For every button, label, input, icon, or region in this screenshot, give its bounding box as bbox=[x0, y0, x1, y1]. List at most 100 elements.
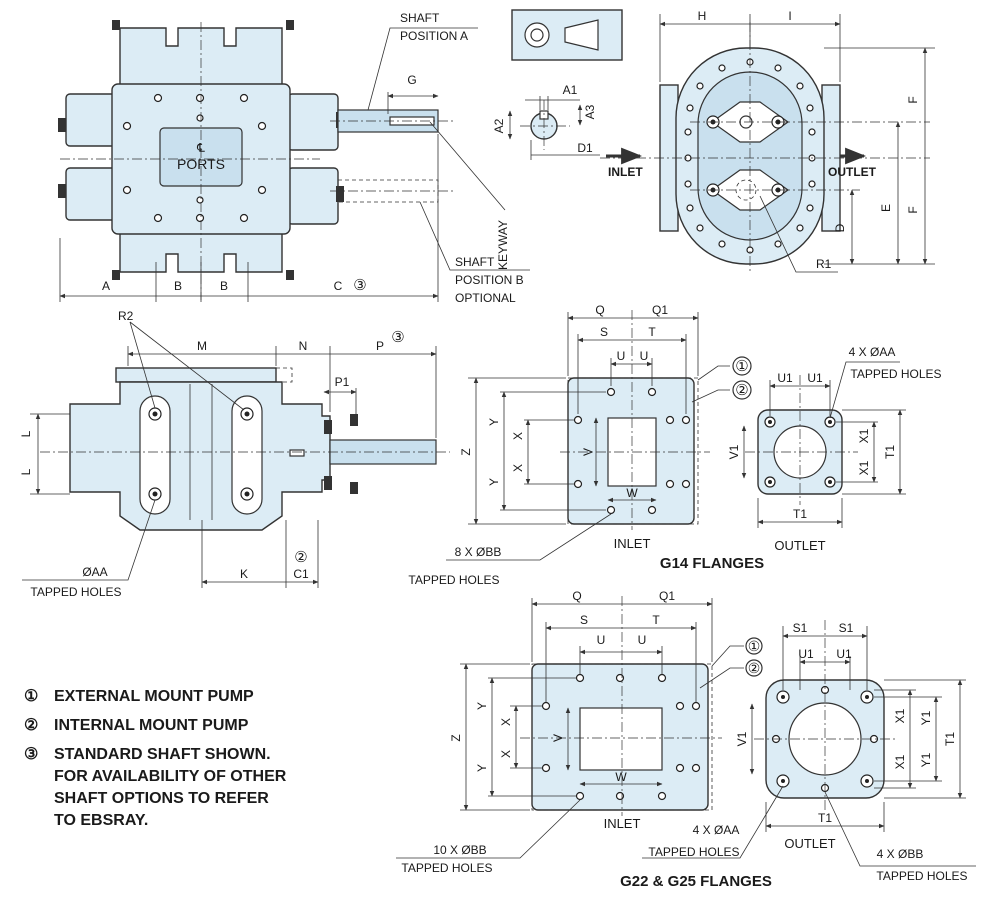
g22-dim-u: U bbox=[597, 633, 606, 647]
g22-dim-x1-2: X1 bbox=[893, 754, 907, 769]
g22-dim-x-2: X bbox=[499, 750, 513, 758]
g14-dim-w: W bbox=[626, 486, 638, 500]
g22-title: G22 & G25 FLANGES bbox=[620, 873, 772, 890]
g22-dim-s: S bbox=[580, 613, 588, 627]
g22-outlet-port bbox=[788, 702, 862, 776]
g22-dim-y1-2: Y1 bbox=[919, 752, 933, 767]
g14-outlet-holes-label-2: TAPPED HOLES bbox=[850, 367, 941, 381]
r1-label: R1 bbox=[816, 257, 832, 271]
g14-dim-z: Z bbox=[459, 448, 473, 455]
dim-d: D bbox=[833, 223, 847, 232]
g14-dim-v1: V1 bbox=[727, 444, 741, 459]
side-view: M N P ③ P1 L L K C1 ② R2 ØAA TAPPED HOLE… bbox=[19, 309, 450, 599]
g22-dim-y1: Y1 bbox=[919, 710, 933, 725]
notes: ① EXTERNAL MOUNT PUMP ② INTERNAL MOUNT P… bbox=[24, 688, 287, 829]
g14-dim-x-2: X bbox=[511, 464, 525, 472]
g14-dim-v: V bbox=[581, 448, 595, 456]
dim-c-marker: ③ bbox=[353, 277, 366, 294]
g22-dim-t1: T1 bbox=[943, 732, 957, 746]
dim-g: G bbox=[407, 73, 416, 87]
g22-outlet-label: OUTLET bbox=[784, 836, 835, 851]
g14-inlet-label: INLET bbox=[614, 536, 651, 551]
note-3-marker: ③ bbox=[24, 746, 38, 763]
shaft-position-b-label-1: SHAFT bbox=[455, 255, 495, 269]
left-boss-bottom bbox=[65, 167, 117, 221]
g22-inlet-label: INLET bbox=[604, 816, 641, 831]
g14-dim-u1-2: U1 bbox=[807, 371, 823, 385]
dim-c1-marker: ② bbox=[294, 549, 307, 566]
g22-dim-u1: U1 bbox=[798, 647, 814, 661]
right-boss-top bbox=[287, 93, 339, 151]
right-boss-bottom bbox=[287, 167, 339, 225]
note-3-line-4: TO EBSRAY. bbox=[54, 812, 148, 829]
dim-a: A bbox=[102, 279, 110, 293]
g22-inlet-holes-label-2: TAPPED HOLES bbox=[401, 861, 492, 875]
slot-right bbox=[231, 395, 263, 515]
end-cover-bolt-ring bbox=[684, 58, 816, 254]
g22-aa-holes-label-1: 4 X ØAA bbox=[693, 823, 740, 837]
dim-b-2: B bbox=[220, 279, 228, 293]
mounting-plate bbox=[115, 367, 277, 383]
g22-dim-s1: S1 bbox=[793, 621, 808, 635]
g22-dim-s1-2: S1 bbox=[839, 621, 854, 635]
g14-dim-t1-2: T1 bbox=[793, 507, 807, 521]
dim-l: L bbox=[19, 430, 33, 437]
g14-dim-q1: Q1 bbox=[652, 303, 668, 317]
shaft-position-b-label-2: POSITION B bbox=[455, 273, 524, 287]
g22-dim-v1: V1 bbox=[735, 731, 749, 746]
g14-dim-x1: X1 bbox=[857, 428, 871, 443]
g22-dim-u1-2: U1 bbox=[836, 647, 852, 661]
note-2-marker: ② bbox=[24, 717, 38, 734]
g22-dim-u-2: U bbox=[638, 633, 647, 647]
g14-dim-t: T bbox=[648, 325, 656, 339]
dim-a1: A1 bbox=[563, 83, 578, 97]
g14-dim-u: U bbox=[617, 349, 626, 363]
shaft-position-b-label-3: OPTIONAL bbox=[455, 291, 516, 305]
dim-f: F bbox=[906, 96, 920, 103]
g14-dim-u1: U1 bbox=[777, 371, 793, 385]
g14-dim-y-2: Y bbox=[487, 478, 501, 486]
g14-external-marker: ① bbox=[735, 358, 748, 375]
dim-a3: A3 bbox=[583, 104, 597, 119]
g22-inlet-bolts bbox=[541, 673, 701, 801]
g22-dim-y-2: Y bbox=[475, 764, 489, 772]
g22-external-marker: ① bbox=[748, 638, 761, 654]
g22-bb-holes-label-1: 4 X ØBB bbox=[877, 847, 924, 861]
g22-dim-t1-2: T1 bbox=[818, 811, 832, 825]
g14-dim-t1: T1 bbox=[883, 445, 897, 459]
g22-inlet-port bbox=[579, 707, 663, 771]
g22-dim-x: X bbox=[499, 718, 513, 726]
note-1-marker: ① bbox=[24, 688, 38, 705]
dim-d1: D1 bbox=[577, 141, 593, 155]
note-1-text: EXTERNAL MOUNT PUMP bbox=[54, 688, 254, 705]
g14-dim-u-2: U bbox=[640, 349, 649, 363]
top-view: ℄ PORTS A B B C ③ G SHAFT POSITION A KEY… bbox=[58, 11, 530, 305]
dim-l-2: L bbox=[19, 468, 33, 475]
g14-outlet-holes-label-1: 4 X ØAA bbox=[849, 345, 896, 359]
g14-outlet-label: OUTLET bbox=[774, 538, 825, 553]
note-3-line-3: SHAFT OPTIONS TO REFER bbox=[54, 790, 269, 807]
dim-m: M bbox=[197, 339, 207, 353]
dim-i: I bbox=[788, 9, 791, 23]
g14-dim-x: X bbox=[511, 432, 525, 440]
side-body bbox=[69, 381, 331, 531]
dim-a2: A2 bbox=[492, 118, 506, 133]
top-view-dims: A B B C ③ G bbox=[59, 73, 439, 302]
g14-dim-s: S bbox=[600, 325, 608, 339]
g22-g25-flanges: Q Q1 S T U U Z Y Y X X V W ① bbox=[396, 589, 976, 890]
dim-f-2: F bbox=[906, 206, 920, 213]
end-view-inlet-label: INLET bbox=[608, 165, 643, 179]
g22-dim-q1: Q1 bbox=[659, 589, 675, 603]
g22-dim-z: Z bbox=[449, 734, 463, 741]
dim-c1: C1 bbox=[293, 567, 309, 581]
projection-symbol bbox=[511, 9, 623, 61]
dim-c: C bbox=[334, 279, 343, 293]
left-boss-top bbox=[65, 93, 117, 147]
g22-dim-y: Y bbox=[475, 702, 489, 710]
note-3-line-2: FOR AVAILABILITY OF OTHER bbox=[54, 768, 287, 785]
body-bolts bbox=[122, 93, 267, 223]
ports-label: PORTS bbox=[177, 156, 225, 172]
dim-n: N bbox=[299, 339, 308, 353]
g22-dim-q: Q bbox=[572, 589, 581, 603]
